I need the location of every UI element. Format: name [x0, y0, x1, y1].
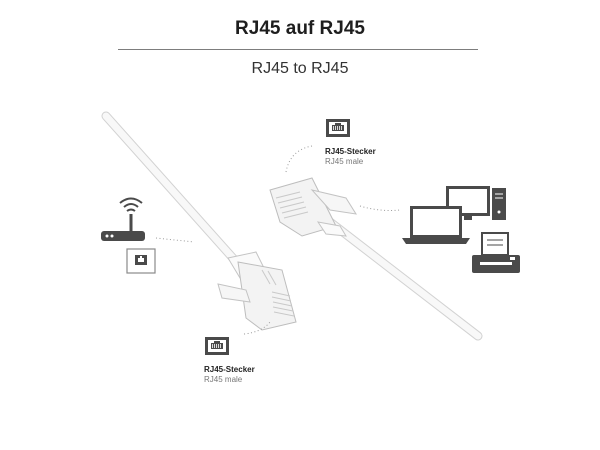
printer-icon: [472, 232, 520, 273]
desktop-computer-icon: [446, 186, 506, 220]
leader-left-devices: [155, 237, 195, 243]
rj45-port-icon: [326, 119, 350, 137]
leader-top-label: [285, 145, 313, 173]
laptop-icon: [402, 206, 470, 244]
dotted-leaders: [155, 145, 401, 335]
connector-name: RJ45-Stecker: [204, 365, 255, 374]
page-title: RJ45 auf RJ45: [235, 18, 365, 39]
connector-label-top: RJ45-Stecker RJ45 male: [325, 147, 376, 167]
rj45-port-icon: [205, 337, 229, 355]
rj45-connector-bottom: [217, 251, 297, 331]
page-subtitle: RJ45 to RJ45: [251, 60, 349, 77]
rj45-connector-top: [269, 177, 358, 237]
wall-socket-icon: [126, 248, 156, 274]
title-divider: [118, 49, 478, 50]
connector-desc: RJ45 male: [204, 375, 243, 384]
cable-right: [325, 217, 483, 341]
cable-left: [101, 111, 245, 271]
connector-desc: RJ45 male: [325, 157, 364, 166]
connector-label-bottom: RJ45-Stecker RJ45 male: [204, 365, 255, 385]
connector-name: RJ45-Stecker: [325, 147, 376, 156]
router-icon: [101, 197, 145, 241]
leader-right-devices: [359, 205, 401, 211]
